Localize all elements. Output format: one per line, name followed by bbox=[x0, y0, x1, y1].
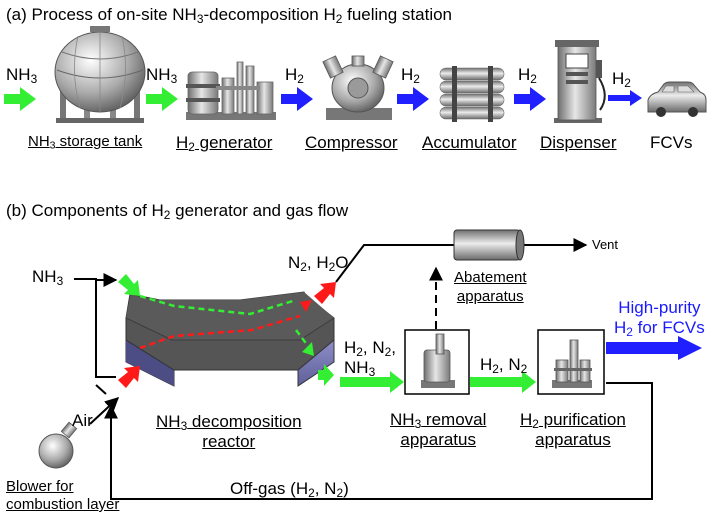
label-compressor: Compressor bbox=[305, 133, 398, 152]
label-storage-tank: NH3 storage tank bbox=[28, 133, 143, 152]
label-h2-purification: H2 purification apparatus bbox=[520, 410, 626, 449]
arrow-h2-to-dispenser bbox=[514, 87, 546, 111]
blower-icon bbox=[38, 421, 78, 469]
fcv-car-icon bbox=[647, 81, 707, 117]
label-n2-h2o: N2, H2O bbox=[288, 253, 349, 274]
label-reactor: NH3 decomposition reactor bbox=[156, 412, 302, 451]
dispenser-icon bbox=[554, 40, 606, 123]
label-nh3-inlet: NH3 bbox=[6, 65, 38, 86]
label-vent: Vent bbox=[592, 237, 619, 252]
storage-tank-icon bbox=[54, 26, 146, 123]
label-h2-generator: H2 generator bbox=[176, 133, 273, 154]
label-air: Air bbox=[72, 411, 93, 430]
label-stream-h2-n2: H2, N2 bbox=[480, 355, 528, 376]
accumulator-icon bbox=[439, 66, 505, 122]
label-h2-1: H2 bbox=[285, 65, 304, 86]
label-h2-2: H2 bbox=[401, 65, 420, 86]
arrow-flue-gas-out bbox=[314, 282, 336, 304]
label-h2-4: H2 bbox=[612, 69, 631, 90]
label-nh3-removal: NH3 removal apparatus bbox=[390, 410, 487, 449]
label-product-h2: High-purity H2 for FCVs bbox=[614, 298, 705, 339]
part-b-title: (b) Components of H2 generator and gas f… bbox=[6, 201, 349, 222]
label-nh3-feed-b: NH3 bbox=[32, 267, 64, 288]
arrow-h2-to-compressor bbox=[281, 87, 313, 111]
label-accumulator: Accumulator bbox=[422, 133, 517, 152]
label-offgas: Off-gas (H2, N2) bbox=[230, 479, 349, 500]
part-a-title: (a) Process of on-site NH3-decomposition… bbox=[6, 5, 453, 26]
arrow-nh3-into-reactor bbox=[118, 274, 140, 296]
arrow-h2-to-accumulator bbox=[397, 87, 429, 111]
arrow-nh3-inlet bbox=[4, 87, 36, 111]
reactor-icon bbox=[125, 291, 335, 387]
arrow-h2-to-fcv bbox=[608, 90, 642, 106]
h2-purification-apparatus-icon bbox=[537, 329, 605, 395]
arrow-nh3-to-generator bbox=[146, 87, 178, 111]
label-h2-3: H2 bbox=[518, 65, 537, 86]
label-nh3-feed: NH3 bbox=[146, 65, 178, 86]
arrow-to-purification bbox=[470, 371, 536, 393]
arrow-product-h2 bbox=[606, 336, 702, 360]
generator-icon bbox=[186, 61, 276, 120]
arrow-cracked-gas-out bbox=[318, 364, 334, 386]
nh3-removal-apparatus-icon bbox=[404, 329, 470, 395]
label-stream-h2-n2-nh3: H2, N2, NH3 bbox=[344, 338, 396, 379]
abatement-apparatus-icon bbox=[453, 229, 525, 261]
arrow-to-nh3-removal bbox=[340, 371, 404, 393]
arrow-air-into-reactor bbox=[118, 366, 140, 388]
label-fcvs: FCVs bbox=[650, 133, 693, 152]
compressor-icon bbox=[322, 55, 394, 120]
flow-lines bbox=[74, 238, 653, 500]
label-dispenser: Dispenser bbox=[540, 133, 617, 152]
